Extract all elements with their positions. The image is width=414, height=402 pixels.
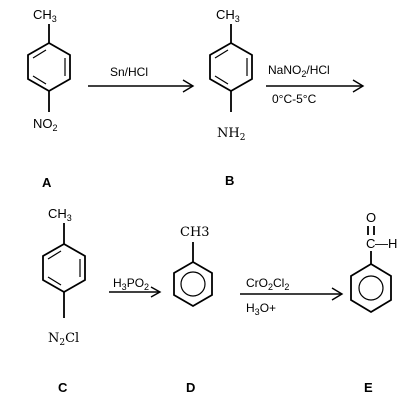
compound-b-ring xyxy=(209,41,253,93)
reagent-h3po2: H3PO2 xyxy=(113,276,149,292)
compound-c-diazonium: N2Cl xyxy=(48,331,79,348)
compound-b-methyl: CH3 xyxy=(216,7,240,24)
reagent-nano2-hcl: NaNO2/HCl xyxy=(268,63,330,79)
reaction-arrow-1: Sn/HCl xyxy=(88,65,195,93)
reaction-arrow-2: NaNO2/HCl 0°C-5°C xyxy=(266,63,365,106)
compound-e-ring xyxy=(350,262,392,314)
reagent-temperature: 0°C-5°C xyxy=(272,92,317,106)
compound-e-oxygen: O xyxy=(366,210,376,225)
compound-a-label: A xyxy=(42,175,52,190)
compound-a: CH3 NO2 A xyxy=(27,7,71,190)
reagent-sn-hcl: Sn/HCl xyxy=(110,65,148,79)
compound-e-label: E xyxy=(364,380,373,395)
compound-a-ring xyxy=(27,41,71,93)
compound-d-methyl: CH3 xyxy=(180,225,210,240)
reagent-h3o-plus: H3O+ xyxy=(246,301,276,317)
compound-d: CH3 D xyxy=(173,225,213,395)
compound-e: O C —H E xyxy=(350,210,397,395)
compound-e-carbonyl-carbon: C xyxy=(366,236,375,251)
compound-b-label: B xyxy=(225,173,234,188)
compound-d-ring xyxy=(173,260,213,308)
compound-c-methyl: CH3 xyxy=(48,206,72,223)
compound-b-amine: NH2 xyxy=(217,126,245,143)
compound-c-label: C xyxy=(58,380,68,395)
compound-e-hydrogen: —H xyxy=(375,236,397,251)
compound-d-label: D xyxy=(186,380,195,395)
compound-c-ring xyxy=(42,242,86,294)
compound-a-nitro: NO2 xyxy=(33,116,58,133)
reaction-arrow-4: CrO2Cl2 H3O+ xyxy=(240,276,344,317)
compound-b: CH3 NH2 B xyxy=(209,7,253,188)
compound-c: CH3 N2Cl C xyxy=(42,206,86,395)
reaction-arrow-3: H3PO2 xyxy=(109,276,162,298)
reagent-cro2cl2: CrO2Cl2 xyxy=(246,276,289,292)
compound-a-methyl: CH3 xyxy=(33,7,57,24)
